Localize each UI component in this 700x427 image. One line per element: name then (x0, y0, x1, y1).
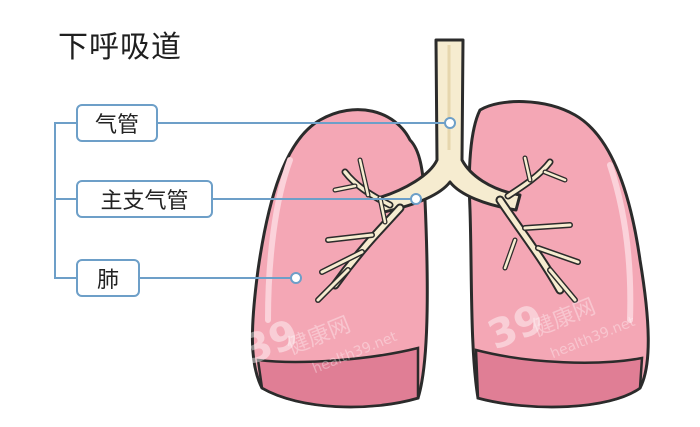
lung-dot (290, 272, 302, 284)
leader-lines (54, 122, 450, 279)
label-trachea: 气管 (76, 104, 158, 142)
page-title: 下呼吸道 (58, 30, 182, 65)
left-lung (250, 108, 429, 409)
label-bronchi-text: 主支气管 (100, 189, 189, 214)
label-bronchi: 主支气管 (76, 180, 213, 218)
right-bronchial-tree (495, 155, 581, 303)
label-lung-text: 肺 (96, 268, 119, 293)
trachea-dot (444, 117, 456, 129)
label-lung: 肺 (76, 259, 140, 297)
bronchi-dot (410, 193, 422, 205)
left-bronchial-tree (315, 157, 405, 303)
leader-dots (290, 117, 456, 284)
label-trachea-text: 气管 (94, 113, 139, 138)
